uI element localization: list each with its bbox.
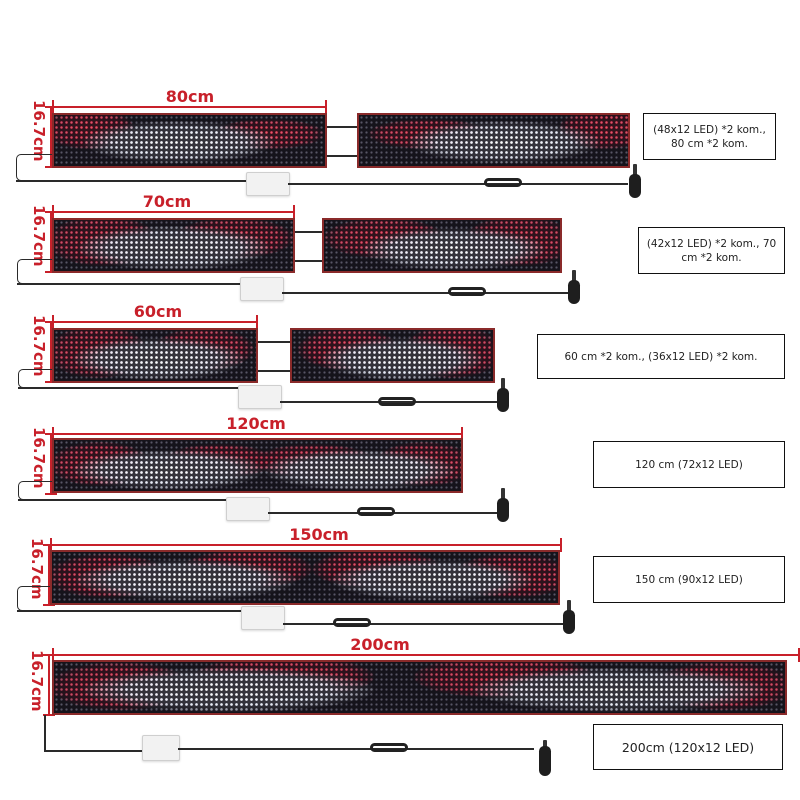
led-panel (52, 438, 463, 493)
controller-box (241, 606, 285, 630)
cable-coil-icon (333, 618, 371, 627)
spec-label: (48x12 LED) *2 kom., 80 cm *2 kom. (643, 113, 776, 160)
height-dimension-line (45, 321, 57, 383)
led-white-glow (364, 228, 544, 270)
height-dimension-line (43, 544, 55, 606)
led-white-glow (84, 668, 374, 712)
cable (178, 748, 534, 750)
car-plug-icon (496, 488, 510, 522)
spec-label: 200cm (120x12 LED) (593, 724, 783, 770)
width-dimension-line (50, 538, 562, 552)
panel-link-cable (258, 341, 290, 343)
controller-box (240, 277, 284, 301)
led-white-glow (322, 338, 482, 380)
led-white-glow (474, 668, 764, 712)
height-label: 16.7cm (30, 315, 48, 377)
input-wire (16, 154, 52, 181)
led-panel-2 (357, 113, 630, 168)
led-white-glow (79, 226, 269, 270)
led-panel (50, 550, 560, 605)
cable (280, 401, 498, 403)
width-label: 150cm (289, 525, 349, 544)
cable-coil-icon (484, 178, 522, 187)
height-label: 16.7cm (30, 427, 48, 489)
cable (283, 623, 566, 625)
controller-box (238, 385, 282, 409)
height-label: 16.7cm (30, 205, 48, 267)
cable (44, 750, 144, 752)
panel-link-cable (327, 126, 357, 128)
controller-box (246, 172, 290, 196)
input-wire (17, 259, 52, 284)
panel-link-cable (295, 231, 322, 233)
height-label: 16.7cm (30, 100, 48, 162)
led-white-glow (76, 560, 296, 600)
cable (268, 512, 500, 514)
led-panel-2 (322, 218, 562, 273)
car-plug-icon (628, 164, 642, 198)
input-wire (17, 586, 50, 611)
width-dimension-line (52, 100, 327, 114)
height-dimension-line (45, 106, 57, 168)
led-panel (52, 660, 787, 715)
car-plug-icon (562, 600, 576, 634)
controller-box (142, 735, 180, 761)
height-dimension-line (45, 433, 57, 495)
width-label: 200cm (350, 635, 410, 654)
led-white-glow (74, 338, 244, 380)
cable-coil-icon (378, 397, 416, 406)
led-panel-1 (52, 218, 295, 273)
led-white-glow (264, 450, 454, 490)
height-dimension-line (45, 211, 57, 273)
width-dimension-line (52, 648, 800, 662)
panel-link-cable (258, 370, 290, 372)
input-wire (18, 369, 52, 388)
width-dimension-line (52, 205, 295, 219)
width-label: 120cm (226, 414, 286, 433)
cable (282, 292, 570, 294)
cable (18, 499, 228, 501)
height-label: 16.7cm (28, 650, 46, 712)
car-plug-icon (496, 378, 510, 412)
spec-label: 60 cm *2 kom., (36x12 LED) *2 kom. (537, 334, 785, 379)
width-dimension-line (52, 427, 463, 441)
height-dimension-line (43, 654, 55, 716)
panel-link-cable (295, 260, 322, 262)
led-white-glow (84, 121, 274, 163)
cable (44, 715, 46, 751)
width-dimension-line (52, 315, 258, 329)
cable (17, 283, 242, 285)
width-label: 70cm (142, 192, 192, 211)
led-panel-1 (52, 328, 258, 383)
cable-coil-icon (448, 287, 486, 296)
controller-box (226, 497, 270, 521)
width-label: 80cm (165, 87, 215, 106)
cable (288, 183, 628, 185)
cable (17, 610, 243, 612)
led-panel-1 (52, 113, 327, 168)
input-wire (18, 481, 52, 500)
cable-coil-icon (357, 507, 395, 516)
led-white-glow (332, 560, 532, 600)
spec-label: 120 cm (72x12 LED) (593, 441, 785, 488)
spec-label: 150 cm (90x12 LED) (593, 556, 785, 603)
led-panel-2 (290, 328, 495, 383)
led-white-glow (409, 121, 599, 163)
cable (18, 387, 240, 389)
car-plug-icon (538, 740, 552, 780)
car-plug-icon (567, 270, 581, 304)
spec-label: (42x12 LED) *2 kom., 70 cm *2 kom. (638, 227, 785, 274)
cable-coil-icon (370, 743, 408, 752)
cable (16, 180, 248, 182)
width-label: 60cm (133, 302, 183, 321)
panel-link-cable (327, 155, 357, 157)
led-white-glow (74, 450, 264, 490)
